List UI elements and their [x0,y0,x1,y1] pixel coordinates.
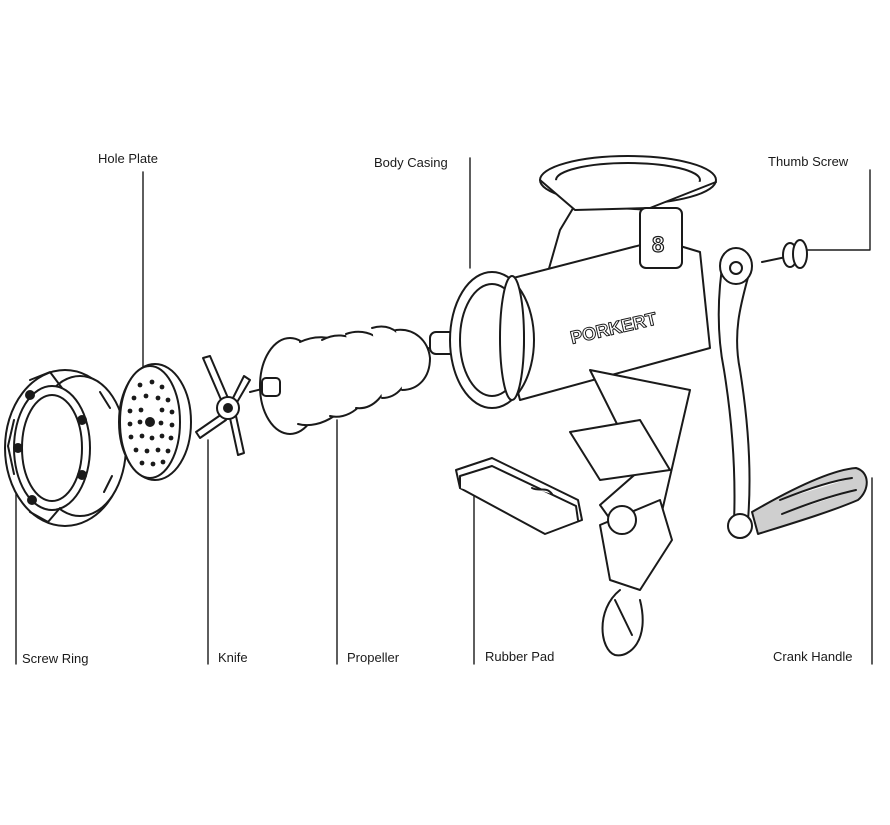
label-propeller: Propeller [347,650,400,665]
knife-part [195,355,251,456]
label-rubber-pad: Rubber Pad [485,649,555,664]
label-screw-ring: Screw Ring [22,651,89,666]
label-hole-plate: Hole Plate [98,151,158,166]
thumb-screw-part [761,239,808,269]
leader-lines [15,157,873,665]
screw-ring-part [4,369,127,527]
label-knife: Knife [218,650,248,665]
propeller-part [249,325,475,435]
size-number: 8 [652,232,664,257]
hole-plate-part [118,363,192,481]
crank-handle-part [717,247,868,539]
rubber-pad-part [455,457,583,535]
label-thumb-screw: Thumb Screw [768,154,849,169]
label-body-casing: Body Casing [374,155,448,170]
label-crank-handle: Crank Handle [773,649,853,664]
body-casing-part: PORKERT 8 [449,155,717,657]
